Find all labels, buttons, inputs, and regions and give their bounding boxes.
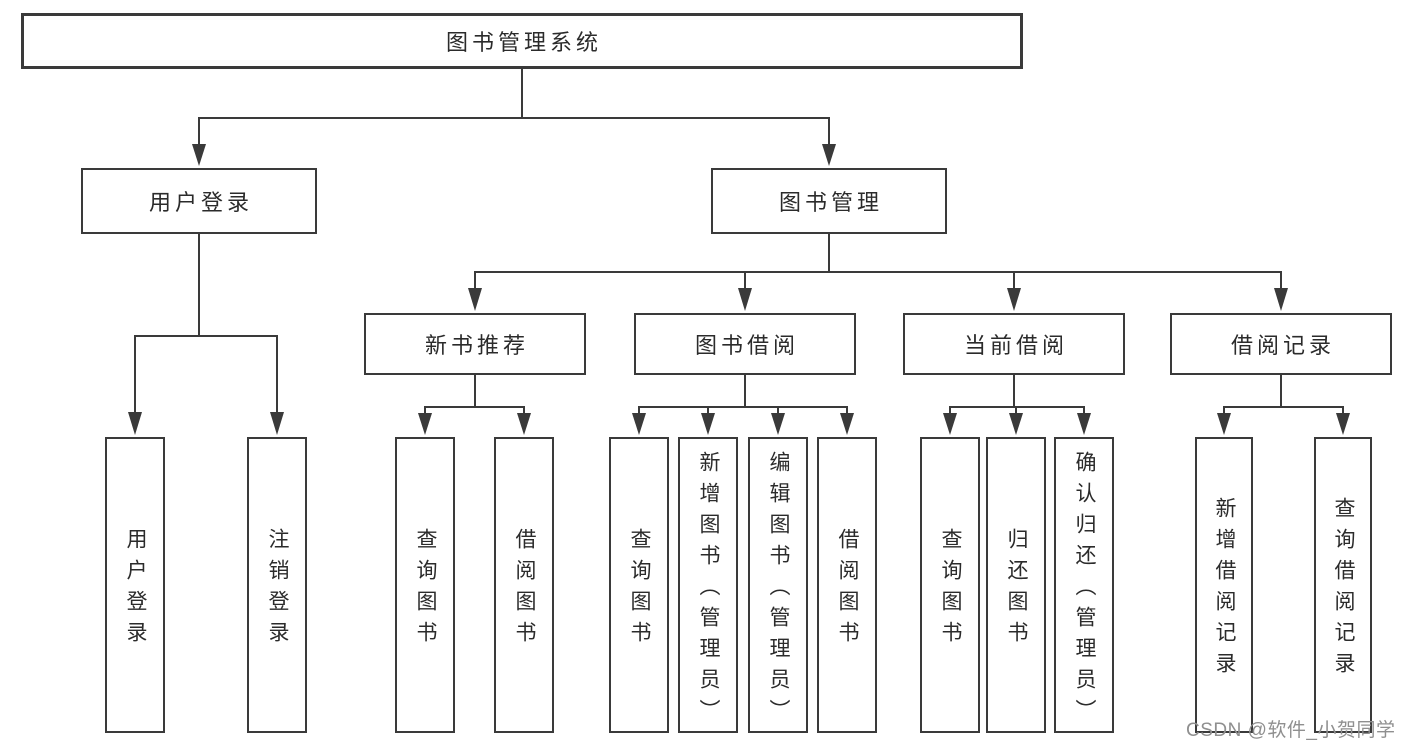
arrowhead: [1077, 413, 1091, 435]
node-label: 图书管理: [778, 190, 883, 215]
node-label: 新书推荐: [424, 333, 529, 358]
arrowhead: [1217, 413, 1231, 435]
leaf-records-query-borrow-record: 查询借阅记录: [1314, 437, 1372, 733]
node-label: 查询借阅记录: [1332, 497, 1355, 683]
node-label: 新增图书（管理员）: [697, 450, 720, 730]
leaf-borrowing-add-books-admin: 新增图书（管理员）: [678, 437, 738, 733]
arrowhead: [1007, 288, 1021, 311]
arrowhead: [418, 413, 432, 435]
arrowhead: [632, 413, 646, 435]
connector-borrowing-to-children: [632, 375, 854, 435]
arrowhead: [771, 413, 785, 435]
leaf-newbook-borrow-books: 借阅图书: [494, 437, 554, 733]
node-label: 注销登录: [266, 528, 289, 652]
node-label: 用户登录: [148, 190, 253, 215]
leaf-current-confirm-return-admin: 确认归还（管理员）: [1054, 437, 1114, 733]
node-label: 借阅图书: [513, 528, 536, 652]
arrowhead: [840, 413, 854, 435]
leaf-records-add-borrow-record: 新增借阅记录: [1195, 437, 1253, 733]
node-label: 借阅图书: [836, 528, 859, 652]
node-label: 查询图书: [628, 528, 651, 652]
leaf-current-return-books: 归还图书: [986, 437, 1046, 733]
node-label: 归还图书: [1005, 528, 1028, 652]
arrowhead: [192, 144, 206, 166]
node-label: 新增借阅记录: [1213, 497, 1236, 683]
node-label: 当前借阅: [963, 333, 1068, 358]
arrowhead: [738, 288, 752, 311]
leaf-newbook-query-books: 查询图书: [395, 437, 455, 733]
node-new-book-recommend: 新书推荐: [364, 313, 586, 375]
node-library-system: 图书管理系统: [21, 13, 1023, 69]
node-book-management: 图书管理: [711, 168, 947, 234]
leaf-borrowing-query-books: 查询图书: [609, 437, 669, 733]
arrowhead: [822, 144, 836, 166]
leaf-current-query-books: 查询图书: [920, 437, 980, 733]
node-label: 确认归还（管理员）: [1073, 450, 1096, 730]
arrowhead: [1274, 288, 1288, 311]
connector-user-login-to-children: [128, 234, 284, 435]
node-user-login: 用户登录: [81, 168, 317, 234]
connector-records-to-children: [1217, 375, 1350, 435]
leaf-borrowing-borrow-books: 借阅图书: [817, 437, 877, 733]
node-label: 编辑图书（管理员）: [767, 450, 790, 730]
leaf-borrowing-edit-books-admin: 编辑图书（管理员）: [748, 437, 808, 733]
node-label: 借阅记录: [1230, 333, 1335, 358]
node-label: 图书管理系统: [445, 30, 602, 55]
arrowhead: [270, 412, 284, 435]
node-current-borrowing: 当前借阅: [903, 313, 1125, 375]
node-borrow-records: 借阅记录: [1170, 313, 1392, 375]
connector-book-mgmt-to-level3: [468, 234, 1288, 311]
arrowhead: [128, 412, 142, 435]
connector-current-to-children: [943, 375, 1091, 435]
connector-newbook-to-children: [418, 375, 531, 435]
leaf-user-login: 用户登录: [105, 437, 165, 733]
leaf-logout: 注销登录: [247, 437, 307, 733]
node-label: 查询图书: [939, 528, 962, 652]
arrowhead: [701, 413, 715, 435]
node-book-borrowing: 图书借阅: [634, 313, 856, 375]
arrowhead: [517, 413, 531, 435]
arrowhead: [468, 288, 482, 311]
node-label: 图书借阅: [694, 333, 799, 358]
arrowhead: [1336, 413, 1350, 435]
connector-root-to-level2: [192, 69, 836, 166]
watermark: CSDN @软件_小贺同学: [1186, 720, 1396, 741]
arrowhead: [1009, 413, 1023, 435]
arrowhead: [943, 413, 957, 435]
node-label: 用户登录: [124, 528, 147, 652]
node-label: 查询图书: [414, 528, 437, 652]
